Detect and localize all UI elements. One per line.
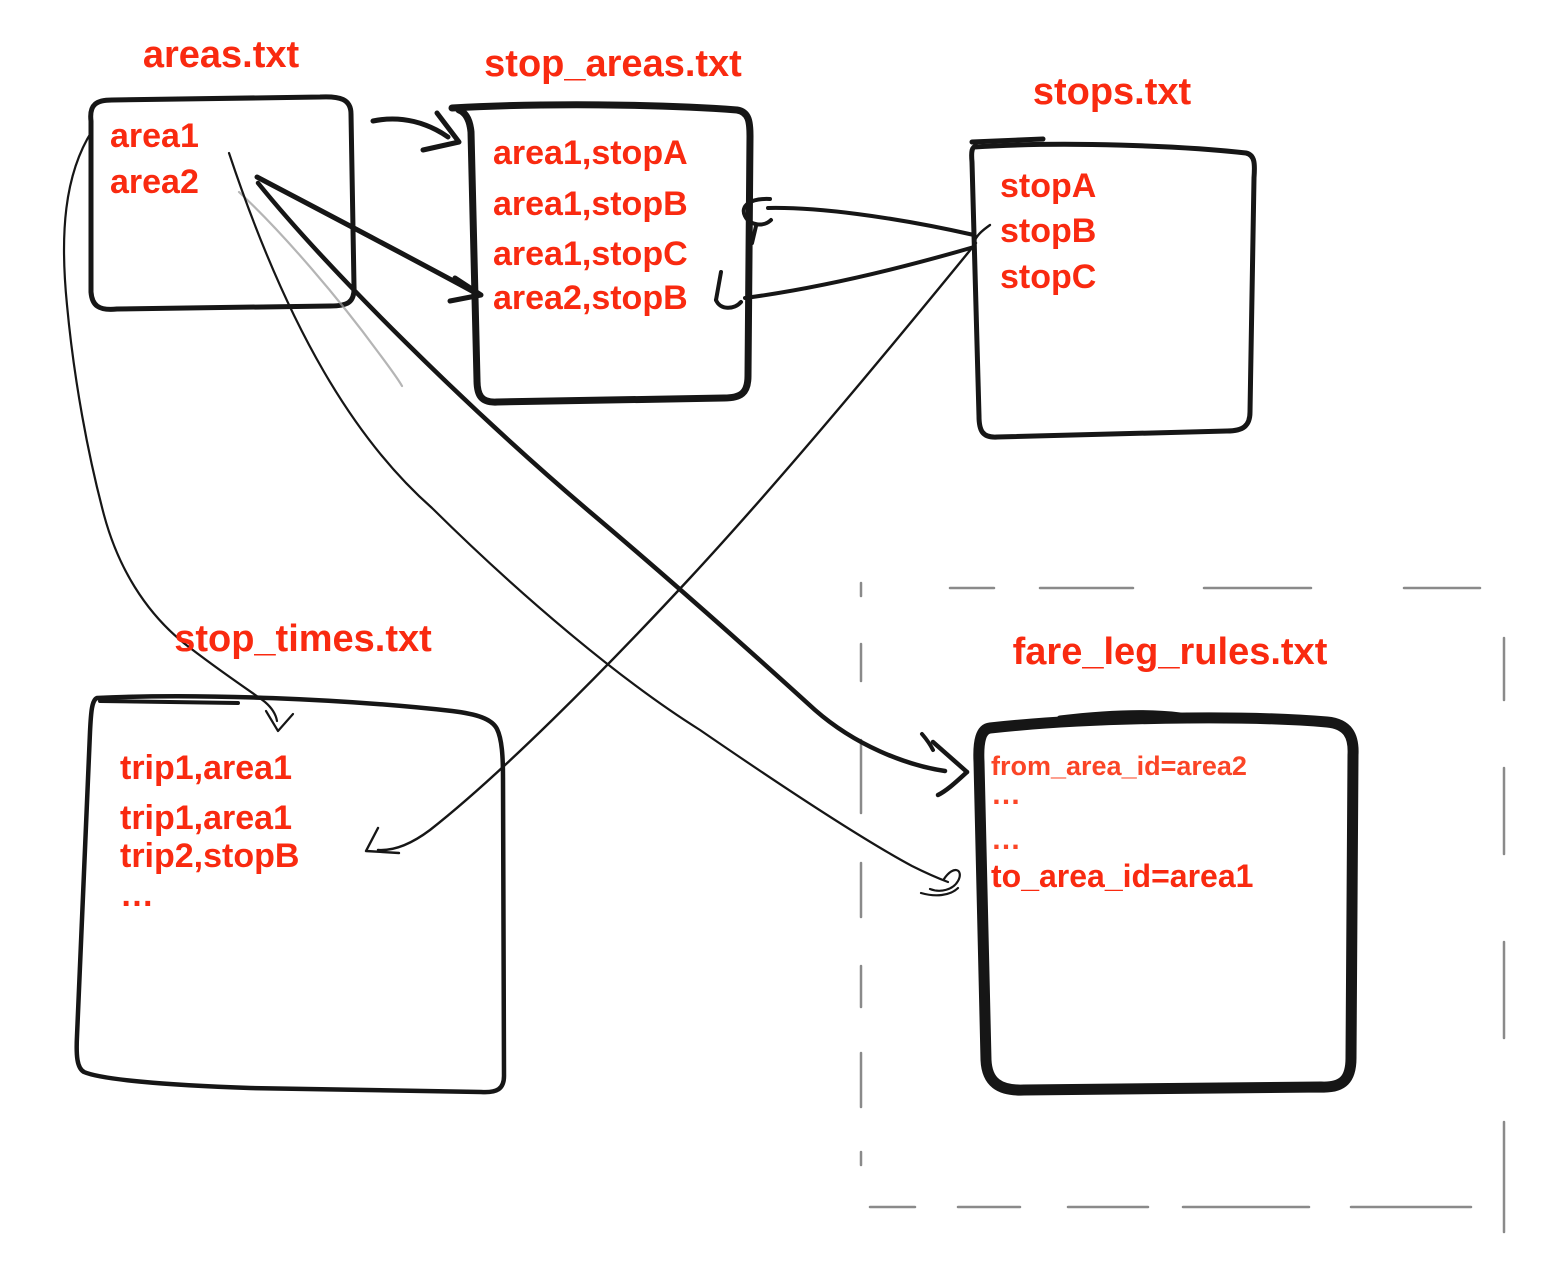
arrow-area1-to-fare-to-area [227, 151, 961, 897]
areas-row: area2 [110, 163, 199, 201]
arrow-area2-to-fare-from-area [255, 180, 970, 798]
fare-leg-rules-row: to_area_id=area1 [991, 858, 1254, 894]
stop-times-row: trip1,area1 [120, 749, 292, 787]
areas-row: area1 [110, 117, 199, 155]
arrow-stops-to-area1-stopb [741, 196, 976, 245]
stop-areas-row: area1,stopA [493, 134, 688, 172]
stop-times-box-outline [74, 693, 507, 1095]
stop-areas-box-outline [448, 101, 754, 406]
stop-times-row: … [120, 876, 154, 914]
arrow-area2-to-stop-areas-row [254, 174, 484, 304]
file-title-areas: areas.txt [142, 34, 300, 76]
stop-areas-row: area1,stopB [493, 185, 688, 223]
stop-times-row: trip1,area1 [120, 799, 292, 837]
stop-times-row: trip2,stopB [120, 837, 300, 875]
stop-areas-row: area1,stopC [493, 235, 688, 273]
dashed-frame [859, 581, 1506, 1235]
stop-areas-row: area2,stopB [493, 279, 688, 317]
stops-row: stopB [1000, 212, 1097, 250]
arrow-stops-to-stop-times-row [364, 223, 992, 855]
file-title-stops: stops.txt [1032, 71, 1192, 113]
file-title-stop-areas: stop_areas.txt [484, 43, 742, 85]
file-title-stop-times: stop_times.txt [174, 618, 432, 660]
fare-leg-rules-box-outline [973, 710, 1359, 1096]
fare-leg-rules-row: from_area_id=area2 [991, 751, 1247, 781]
stops-row: stopC [1000, 258, 1097, 296]
file-title-fare-leg-rules: fare_leg_rules.txt [1012, 631, 1328, 673]
fare-leg-rules-row: … [991, 823, 1021, 856]
arrow-areas-to-stop-areas [370, 110, 462, 153]
stroke-shadow-line [237, 190, 404, 388]
arrow-area1-to-stop-times [62, 129, 295, 733]
stops-row: stopA [1000, 167, 1097, 205]
arrow-stops-to-area2-stopb [714, 245, 976, 310]
fare-leg-rules-row: … [991, 778, 1021, 811]
areas-box-outline [88, 94, 357, 312]
